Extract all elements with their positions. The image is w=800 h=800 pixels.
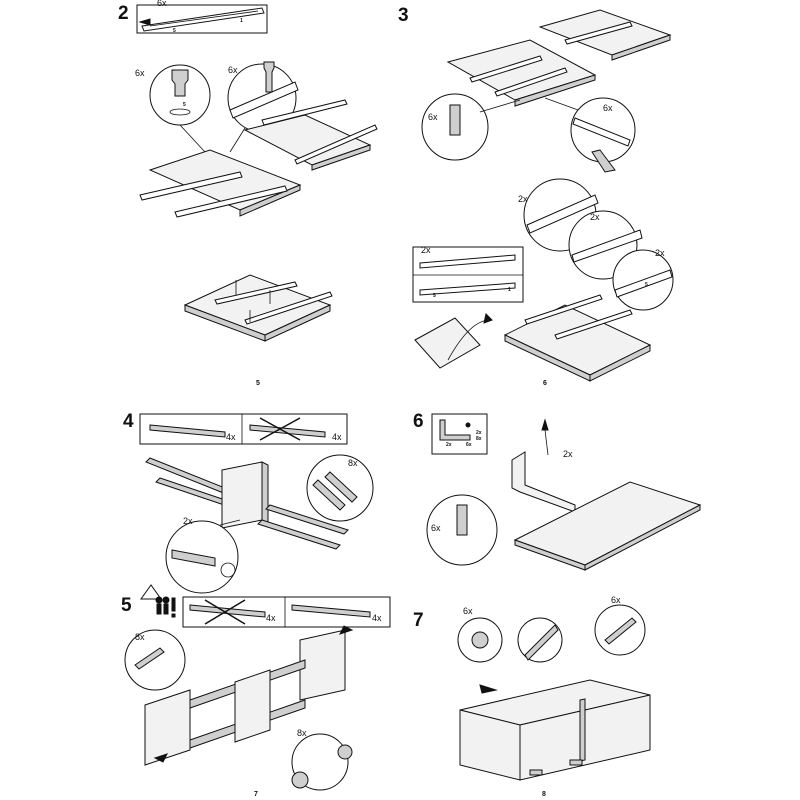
quantity-label: 6x [463, 606, 473, 616]
quantity-label: 2x [183, 516, 193, 526]
arrow-icon [479, 684, 498, 694]
step3-illustration [412, 9, 674, 382]
bubble-label: 5 [183, 102, 186, 108]
quantity-label: 2x [518, 194, 528, 204]
step5-side-right [299, 629, 346, 701]
quantity-label: 6x [228, 65, 238, 75]
step4-illustration [139, 413, 374, 594]
step-number: 3 [398, 5, 409, 26]
hardware-label: 6x [466, 442, 472, 448]
hardware-label: 8x [476, 436, 482, 442]
quantity-label: 6x [611, 595, 621, 605]
page-number: 5 [256, 380, 260, 387]
step-number: 6 [413, 411, 424, 432]
arrow-icon [339, 625, 354, 635]
step3-panel-left [446, 39, 597, 101]
quantity-label: 6x [431, 523, 441, 533]
step2-illustration [136, 4, 378, 342]
step4-side-panel [221, 461, 263, 529]
exclamation-icon [171, 597, 176, 612]
warning-icon [140, 584, 162, 600]
quantity-label: 8x [348, 458, 358, 468]
quantity-label: 2x [590, 212, 600, 222]
step5-side-left [144, 689, 191, 766]
arrow-icon [483, 313, 493, 324]
screwdriver-icon [541, 418, 549, 431]
step5-bubble-pins [124, 629, 186, 691]
hardware-label: 2x [476, 430, 482, 436]
step-number: 2 [118, 3, 129, 24]
quantity-label: 4x [226, 432, 236, 442]
step5-illustration [124, 584, 391, 791]
quantity-label: 2x [563, 449, 573, 459]
step-number: 5 [121, 595, 132, 616]
quantity-label: 6x [135, 68, 145, 78]
quantity-label: 4x [266, 613, 276, 623]
step6-illustration [426, 413, 702, 571]
quantity-label: 6x [157, 0, 167, 8]
quantity-label: 8x [297, 728, 307, 738]
step4-correct-rail [149, 424, 226, 438]
quantity-label: 2x [655, 248, 665, 258]
step7-illustration [457, 604, 651, 781]
step6-bracket [511, 451, 576, 513]
rail-label: 1 [240, 18, 243, 24]
page-number: 8 [542, 791, 546, 798]
quantity-label: 4x [372, 613, 382, 623]
step-number: 7 [413, 610, 424, 631]
quantity-label: 6x [428, 112, 438, 122]
step2-panel-bottom [183, 274, 332, 336]
page-number: 7 [254, 791, 258, 798]
two-person-icon [155, 596, 163, 604]
rail-label: 5 [433, 293, 436, 299]
quantity-label: 4x [332, 432, 342, 442]
quantity-label: 8x [135, 632, 145, 642]
bubble-label: 5 [645, 282, 648, 288]
hardware-label: 2x [446, 442, 452, 448]
rail-label: 5 [173, 28, 176, 34]
step-number: 4 [123, 411, 134, 432]
quantity-label: 6x [603, 103, 613, 113]
page-number: 6 [543, 380, 547, 387]
step2-header-rail [141, 7, 265, 32]
step4-wrong-rail [249, 424, 326, 438]
rail-label: 1 [508, 287, 511, 293]
quantity-label: 2x [421, 245, 431, 255]
arrow-icon [138, 18, 151, 26]
